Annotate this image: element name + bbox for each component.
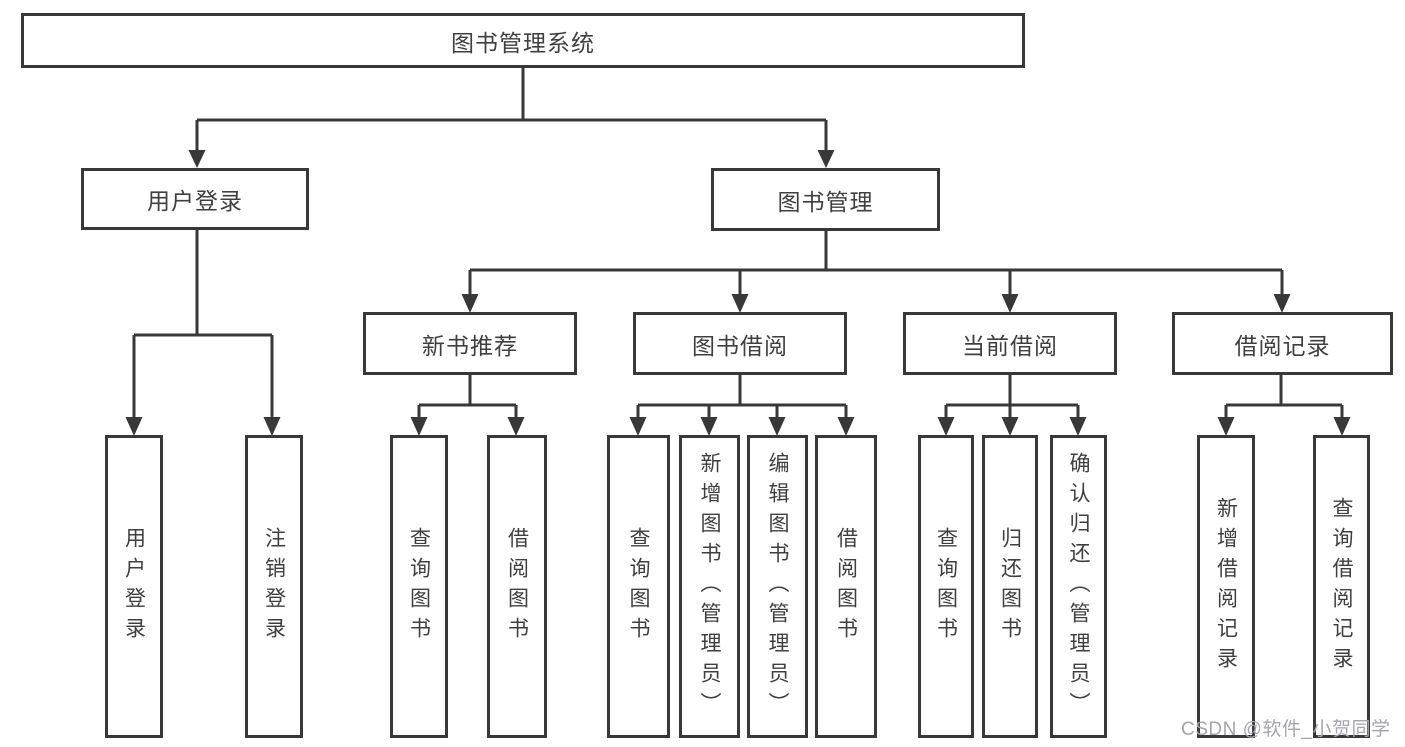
node-book-borrow-label: 图书借阅 xyxy=(692,332,788,359)
connector-user-login-to-leaves xyxy=(125,230,281,436)
leaf-current-query-books-label: 查询图书 xyxy=(934,526,958,647)
connector-recommend-to-leaves xyxy=(410,375,525,436)
node-new-book-recommend: 新书推荐 xyxy=(363,312,577,375)
leaf-borrow-books: 借阅图书 xyxy=(815,435,877,738)
node-root-system: 图书管理系统 xyxy=(21,13,1025,68)
connector-book-mgmt-to-modules xyxy=(461,231,1291,313)
leaf-add-books-admin-label: 新增图书（管理员） xyxy=(698,451,721,722)
leaf-add-books-admin: 新增图书（管理员） xyxy=(679,435,740,738)
leaf-current-query-books: 查询图书 xyxy=(918,435,974,738)
leaf-recommend-query-books: 查询图书 xyxy=(390,435,448,738)
leaf-return-books-label: 归还图书 xyxy=(998,526,1022,647)
leaf-recommend-borrow-books: 借阅图书 xyxy=(487,435,547,738)
node-new-book-recommend-label: 新书推荐 xyxy=(422,332,518,359)
node-current-borrow-label: 当前借阅 xyxy=(962,332,1058,359)
node-user-login-label: 用户登录 xyxy=(147,188,243,214)
node-current-borrow: 当前借阅 xyxy=(903,312,1117,375)
leaf-query-borrow-record-label: 查询借阅记录 xyxy=(1330,496,1353,677)
node-root-label: 图书管理系统 xyxy=(451,29,595,56)
leaf-user-login: 用户登录 xyxy=(105,435,163,738)
leaf-recommend-borrow-books-label: 借阅图书 xyxy=(505,526,529,647)
node-book-borrow: 图书借阅 xyxy=(633,312,847,375)
leaf-user-login-label: 用户登录 xyxy=(122,526,146,647)
connector-records-to-leaves xyxy=(1217,375,1351,436)
leaf-edit-books-admin: 编辑图书（管理员） xyxy=(747,435,808,738)
node-book-management: 图书管理 xyxy=(711,168,940,231)
leaf-confirm-return-admin-label: 确认归还（管理员） xyxy=(1067,451,1090,722)
connector-root-to-level2 xyxy=(188,68,835,168)
leaf-add-borrow-record: 新增借阅记录 xyxy=(1197,435,1255,738)
connector-borrow-to-leaves xyxy=(629,375,855,436)
node-borrow-records-label: 借阅记录 xyxy=(1234,332,1331,359)
leaf-return-books: 归还图书 xyxy=(982,435,1038,738)
leaf-recommend-query-books-label: 查询图书 xyxy=(407,526,431,647)
node-borrow-records: 借阅记录 xyxy=(1172,312,1393,375)
node-user-login: 用户登录 xyxy=(81,168,309,230)
leaf-add-borrow-record-label: 新增借阅记录 xyxy=(1214,496,1238,677)
leaf-edit-books-admin-label: 编辑图书（管理员） xyxy=(766,451,789,722)
leaf-borrow-query-books: 查询图书 xyxy=(607,435,670,738)
leaf-logout-label: 注销登录 xyxy=(262,526,286,647)
leaf-borrow-query-books-label: 查询图书 xyxy=(627,526,650,647)
connector-current-to-leaves xyxy=(937,375,1087,436)
leaf-confirm-return-admin: 确认归还（管理员） xyxy=(1050,435,1107,738)
leaf-borrow-books-label: 借阅图书 xyxy=(834,526,858,647)
csdn-watermark: CSDN @软件_小贺同学 xyxy=(1181,719,1391,740)
leaf-query-borrow-record: 查询借阅记录 xyxy=(1313,435,1370,738)
node-book-management-label: 图书管理 xyxy=(777,188,874,215)
leaf-logout: 注销登录 xyxy=(245,435,303,738)
